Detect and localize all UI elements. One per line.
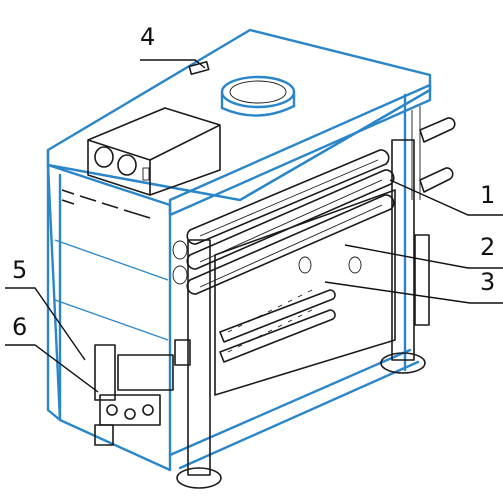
flue-collar <box>188 61 296 117</box>
callout-leaders <box>5 59 503 393</box>
gas-valve-assembly <box>94 339 191 446</box>
callout-2: 2 <box>480 233 495 261</box>
callout-1: 1 <box>480 181 495 209</box>
callout-5: 5 <box>12 256 27 284</box>
vent-slots <box>61 189 151 219</box>
support-legs <box>176 139 430 489</box>
control-box <box>87 107 221 196</box>
callout-4: 4 <box>140 23 155 51</box>
combustion-chamber <box>172 189 396 396</box>
callout-6: 6 <box>12 313 27 341</box>
callout-3: 3 <box>480 268 495 296</box>
burner-bars <box>219 289 336 363</box>
